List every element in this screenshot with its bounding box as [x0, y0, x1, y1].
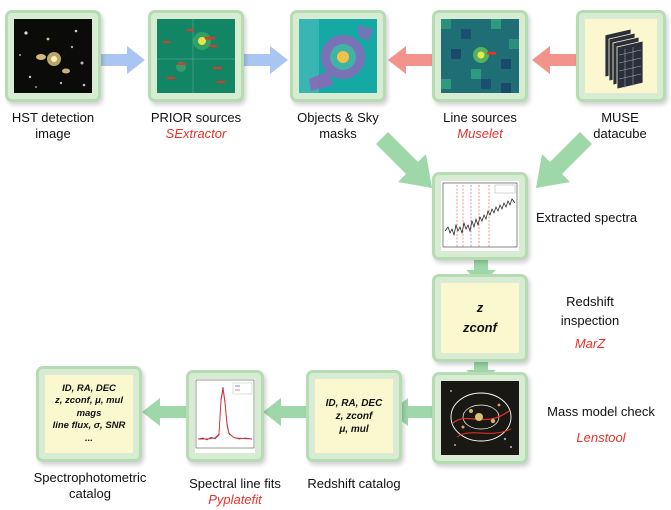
- arrow-line-to-masks: [388, 46, 432, 74]
- prior-label: PRIOR sources: [150, 110, 242, 125]
- redshift-inspection-node: z zconf: [432, 274, 528, 362]
- card-line-ellipsis: ...: [85, 432, 93, 444]
- arrow-masks-to-spectra: [376, 132, 432, 188]
- redshift-catalog-card: ID, RA, DEC z, zconf μ, mul: [315, 379, 393, 453]
- arrow-hst-to-prior: [101, 46, 145, 74]
- arrow-muse-to-line: [532, 46, 576, 74]
- prior-sources-node: [148, 10, 244, 102]
- spectrophotometric-catalog-card: ID, RA, DEC z, zconf, μ, mul mags line f…: [45, 375, 133, 453]
- lenstool-tool-label: Lenstool: [576, 430, 626, 445]
- line-sources-image: [441, 19, 519, 93]
- card-line-mu-mul: μ, mul: [339, 423, 369, 435]
- arrow-muse-to-spectra: [536, 132, 592, 188]
- redshift-catalog-node: ID, RA, DEC z, zconf μ, mul: [306, 370, 402, 462]
- arrow-catalog-to-fits: [263, 398, 307, 426]
- spectral-fits-label: Spectral line fits: [189, 476, 281, 491]
- redshift-inspection-card: z zconf: [441, 283, 519, 353]
- mass-model-label: Mass model check: [547, 404, 655, 419]
- spectra-node: [432, 172, 528, 260]
- spectrophotometric-catalog-node: ID, RA, DEC z, zconf, μ, mul mags line f…: [36, 366, 142, 462]
- spectrophotometric-label: Spectrophotometric catalog: [33, 470, 147, 501]
- redshift-inspection-label: Redshift inspection: [560, 294, 620, 328]
- sextractor-tool-label: SExtractor: [165, 126, 227, 141]
- muselet-tool-label: Muselet: [457, 126, 503, 141]
- spectral-fit-plot: [195, 379, 255, 453]
- line-sources-label: Line sources: [443, 110, 517, 125]
- arrow-prior-to-masks: [244, 46, 288, 74]
- hst-label: HST detection image: [11, 110, 95, 141]
- muse-label: MUSE datacube: [593, 110, 647, 141]
- masks-image: [299, 19, 377, 93]
- card-line-id-ra-dec: ID, RA, DEC: [62, 382, 116, 394]
- muse-node: [576, 10, 666, 102]
- masks-label: Objects & Sky masks: [297, 110, 379, 141]
- hst-image: [14, 19, 92, 93]
- arrow-fits-to-spectrophotometric: [142, 398, 186, 426]
- marz-tool-label: MarZ: [574, 336, 606, 351]
- spectrum-plot: [441, 181, 519, 251]
- card-line-zconf: zconf: [463, 320, 497, 335]
- arrow-spectra-to-inspection: [466, 260, 496, 284]
- line-sources-node: [432, 10, 528, 102]
- hst-image-node: [5, 10, 101, 102]
- mass-model-image: [441, 381, 519, 455]
- card-line-mags: mags: [76, 407, 102, 419]
- card-line-line-flux: line flux, σ, SNR: [52, 420, 126, 432]
- redshift-catalog-label: Redshift catalog: [307, 476, 401, 491]
- card-line-z: z: [476, 300, 484, 315]
- pyplatefit-tool-label: Pyplatefit: [208, 492, 262, 507]
- masks-node: [290, 10, 386, 102]
- card-line-z-zconf: z, zconf: [335, 410, 373, 422]
- prior-sources-image: [157, 19, 235, 93]
- mass-model-node: [432, 372, 528, 464]
- spectral-fits-node: [186, 370, 264, 462]
- card-line-id-ra-dec: ID, RA, DEC: [325, 397, 383, 409]
- datacube-icon: [585, 19, 657, 93]
- spectra-label: Extracted spectra: [536, 210, 638, 225]
- card-line-z-zconf-mu-mul: z, zconf, μ, mul: [54, 395, 123, 407]
